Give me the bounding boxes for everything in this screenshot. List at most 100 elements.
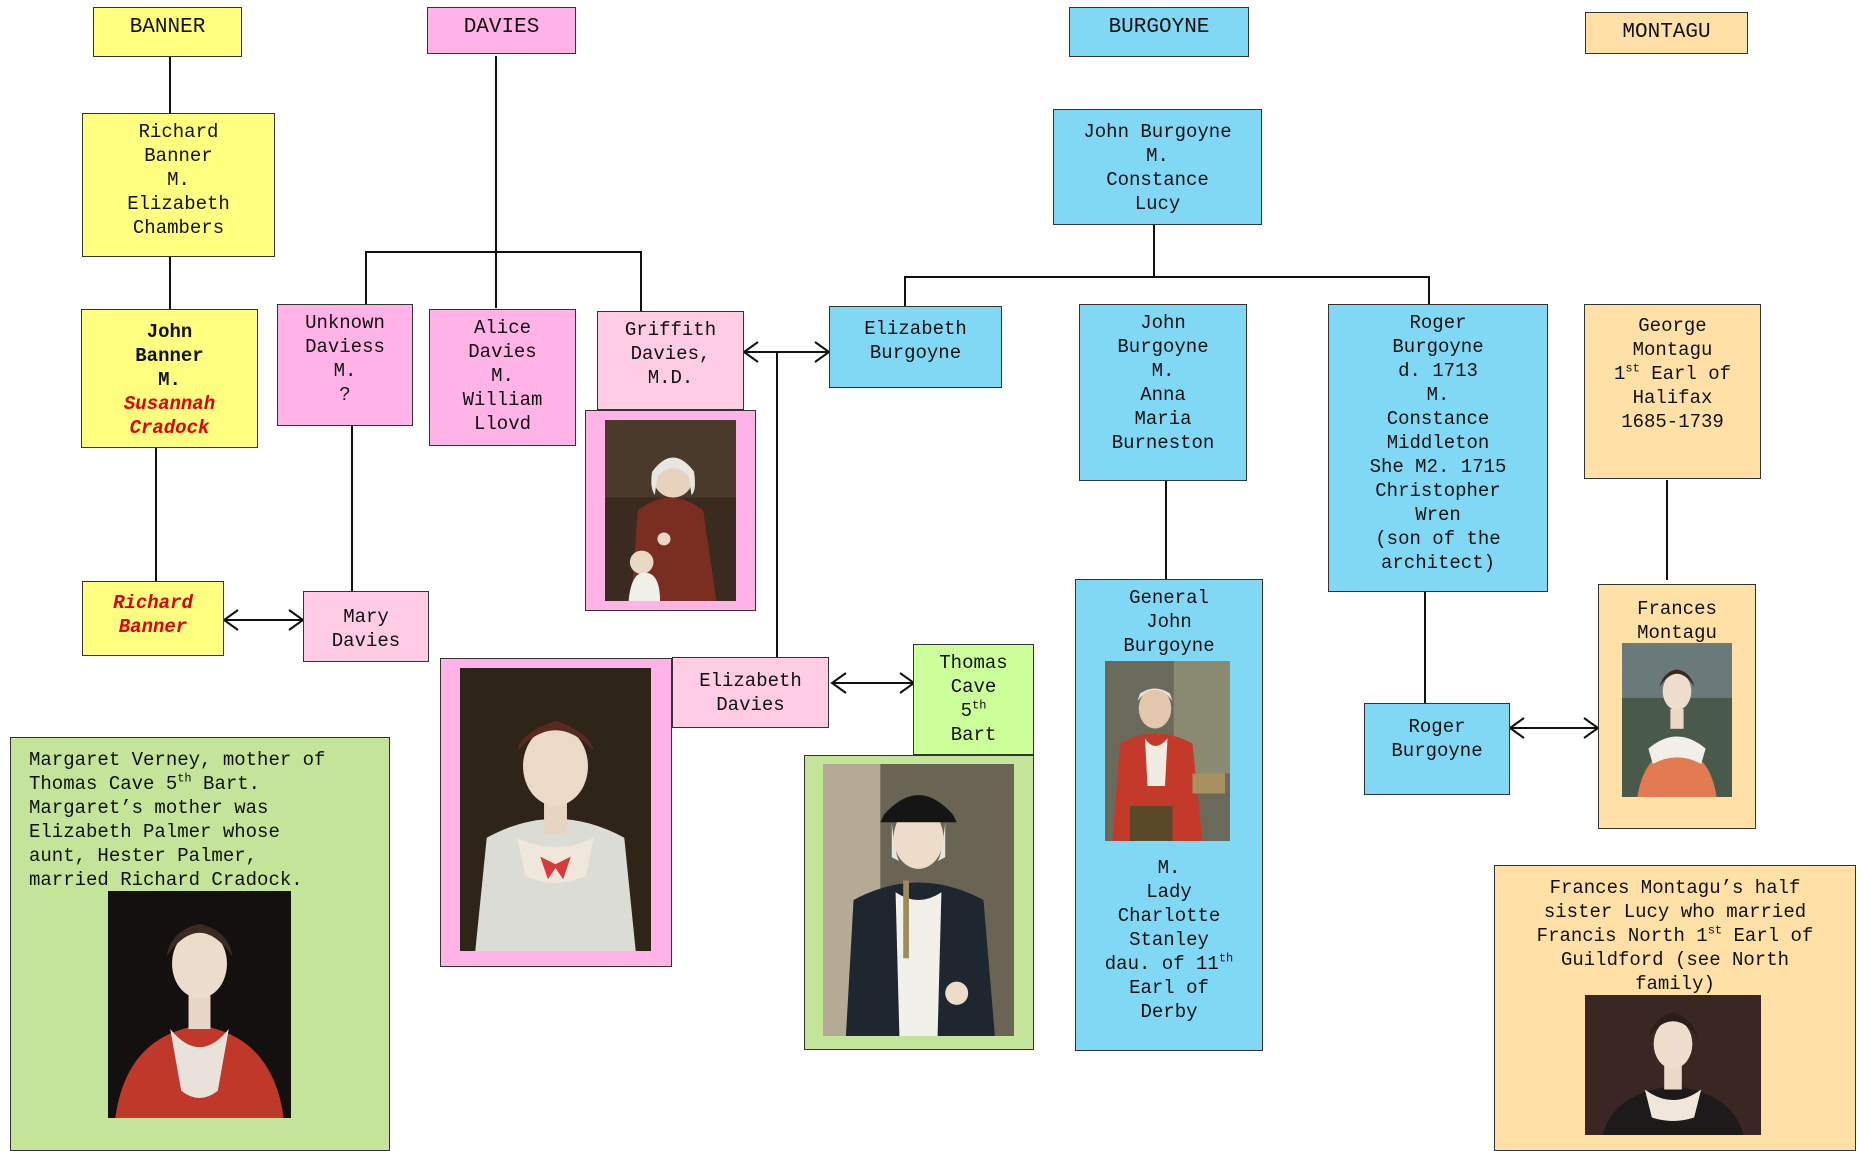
family-header-label: DAVIES: [463, 16, 540, 39]
person-name-line: She M2. 1715: [1369, 456, 1507, 478]
person-name-line: Lady: [1146, 881, 1192, 903]
person-name-line: Elizabeth: [699, 670, 802, 692]
person-name-line: Burgoyne: [1123, 635, 1215, 657]
davies-drop-griffith: [640, 251, 642, 311]
ordinal-suffix: th: [972, 698, 987, 713]
person-name-line: Christopher: [1375, 480, 1501, 502]
burgoyne-drop-roger: [1428, 276, 1430, 306]
family-header-label: BANNER: [129, 16, 206, 39]
person-mary-davies: Mary Davies: [303, 591, 429, 662]
person-name-line: Mary: [343, 606, 389, 628]
person-name-line: M.: [491, 365, 514, 387]
person-name-line: ?: [339, 384, 351, 406]
person-thomas-cave: Thomas Cave 5th Bart: [913, 644, 1034, 755]
person-name-line: Halifax: [1632, 387, 1713, 409]
person-name-line: Frances: [1637, 598, 1717, 620]
person-john-burgoyne-jr: John Burgoyne M. Anna Maria Burneston: [1079, 304, 1247, 481]
person-name-line: Alice: [473, 317, 531, 339]
person-name-line: Montagu: [1637, 622, 1717, 644]
person-name-line: Burneston: [1111, 432, 1215, 454]
note-text: Bart.: [191, 773, 261, 795]
person-name-line: M.: [1157, 857, 1181, 879]
portrait-griffith-davies: [605, 420, 736, 601]
person-elizabeth-burgoyne: Elizabeth Burgoyne: [829, 306, 1002, 388]
person-name-line: Banner: [144, 145, 213, 167]
person-name-line: M.: [1151, 360, 1175, 382]
burgoyne-trunk: [1153, 224, 1155, 277]
person-name-line: John Burgoyne: [1083, 121, 1232, 143]
portrait-lucy-north: [1585, 995, 1761, 1135]
person-name-line: Thomas: [939, 652, 1008, 674]
person-name-line: dau. of 11th: [1076, 952, 1262, 976]
person-name-line: Burgoyne: [1391, 740, 1483, 762]
person-name-line: Earl of: [1129, 977, 1209, 999]
person-name-line: Charlotte: [1117, 905, 1221, 927]
family-header-label: MONTAGU: [1622, 21, 1711, 44]
banner-line-2: [169, 256, 171, 309]
person-richard-banner-sr: Richard Banner M. Elizabeth Chambers: [82, 113, 275, 257]
note-line: aunt, Hester Palmer,: [29, 845, 258, 867]
person-name-line: Middleton: [1386, 432, 1490, 454]
person-name-line: M.: [1146, 145, 1169, 167]
person-richard-banner-jr: Richard Banner: [82, 581, 224, 656]
note-line: Guildford (see North: [1560, 949, 1790, 971]
person-name-line: Richard: [113, 592, 193, 614]
person-name-line: John: [1146, 611, 1192, 633]
john-to-general-line: [1165, 480, 1167, 580]
ordinal-suffix: th: [1218, 951, 1234, 966]
note-text: Francis North 1: [1536, 925, 1708, 947]
person-name-line: George: [1638, 315, 1707, 337]
family-header-burgoyne: BURGOYNE: [1069, 7, 1249, 57]
person-name-line: Burgoyne: [869, 342, 962, 364]
person-john-banner: John Banner M. Susannah Cradock: [81, 309, 258, 448]
ordinal-suffix: th: [177, 771, 192, 786]
note-line: Thomas Cave 5th Bart.: [29, 772, 381, 796]
burgoyne-drop-elizabeth: [904, 276, 906, 306]
person-name-line: John: [1140, 312, 1186, 334]
person-alice-davies: Alice Davies M. William Llovd: [429, 309, 576, 446]
note-line: family): [1635, 973, 1715, 995]
person-name-line: architect): [1380, 552, 1496, 574]
person-name-line: (son of the: [1375, 528, 1501, 550]
person-name-line: Daviess: [305, 336, 385, 358]
person-elizabeth-davies: Elizabeth Davies: [672, 657, 829, 728]
person-name-line: Griffith: [624, 319, 717, 341]
person-griffith-davies: Griffith Davies, M.D.: [597, 311, 744, 410]
person-name-line: Constance: [1386, 408, 1490, 430]
note-line: Margaret’s mother was: [29, 797, 269, 819]
portrait-frances-montagu: [1622, 643, 1732, 797]
banner-line-1: [169, 57, 171, 114]
person-name-line: Unknown: [305, 312, 385, 334]
person-name-line: Lucy: [1134, 193, 1181, 215]
person-text: dau. of 11: [1104, 953, 1219, 975]
person-name-line: Elizabeth: [127, 193, 230, 215]
family-header-davies: DAVIES: [427, 7, 576, 54]
note-line: Frances Montagu’s half: [1549, 877, 1801, 899]
portrait-elizabeth-davies: [460, 668, 651, 951]
person-george-montagu: George Montagu 1st Earl of Halifax 1685-…: [1584, 304, 1761, 479]
note-text: Earl of: [1722, 925, 1814, 947]
family-header-banner: BANNER: [93, 7, 242, 57]
person-name-line: 1st Earl of: [1585, 362, 1760, 386]
person-name-line: Bart: [950, 724, 997, 746]
person-name-line: Burgoyne: [1392, 336, 1484, 358]
portrait-margaret-verney: [108, 891, 291, 1118]
person-name-line: Cave: [950, 676, 997, 698]
person-unknown-daviess: Unknown Daviess M. ?: [277, 304, 413, 426]
person-name-line: Constance: [1106, 169, 1209, 191]
note-line: married Richard Cradock.: [29, 869, 303, 891]
montagu-line: [1666, 480, 1668, 580]
ordinal-suffix: st: [1625, 361, 1640, 376]
davies-drop-unknown: [365, 251, 367, 304]
person-name-line: Burgoyne: [1117, 336, 1209, 358]
person-name-line: Llovd: [473, 413, 531, 435]
person-name-line: M.D.: [647, 367, 694, 389]
person-name-line: Wren: [1415, 504, 1461, 526]
person-name-line: Derby: [1140, 1001, 1198, 1023]
person-name-line: Banner: [118, 616, 188, 638]
ordinal-number: 1: [1613, 363, 1626, 385]
person-roger-burgoyne-jr: Roger Burgoyne: [1364, 703, 1510, 795]
burgoyne-bar: [904, 276, 1430, 278]
person-name-line: M.: [333, 360, 357, 382]
note-line: sister Lucy who married: [1543, 901, 1807, 923]
